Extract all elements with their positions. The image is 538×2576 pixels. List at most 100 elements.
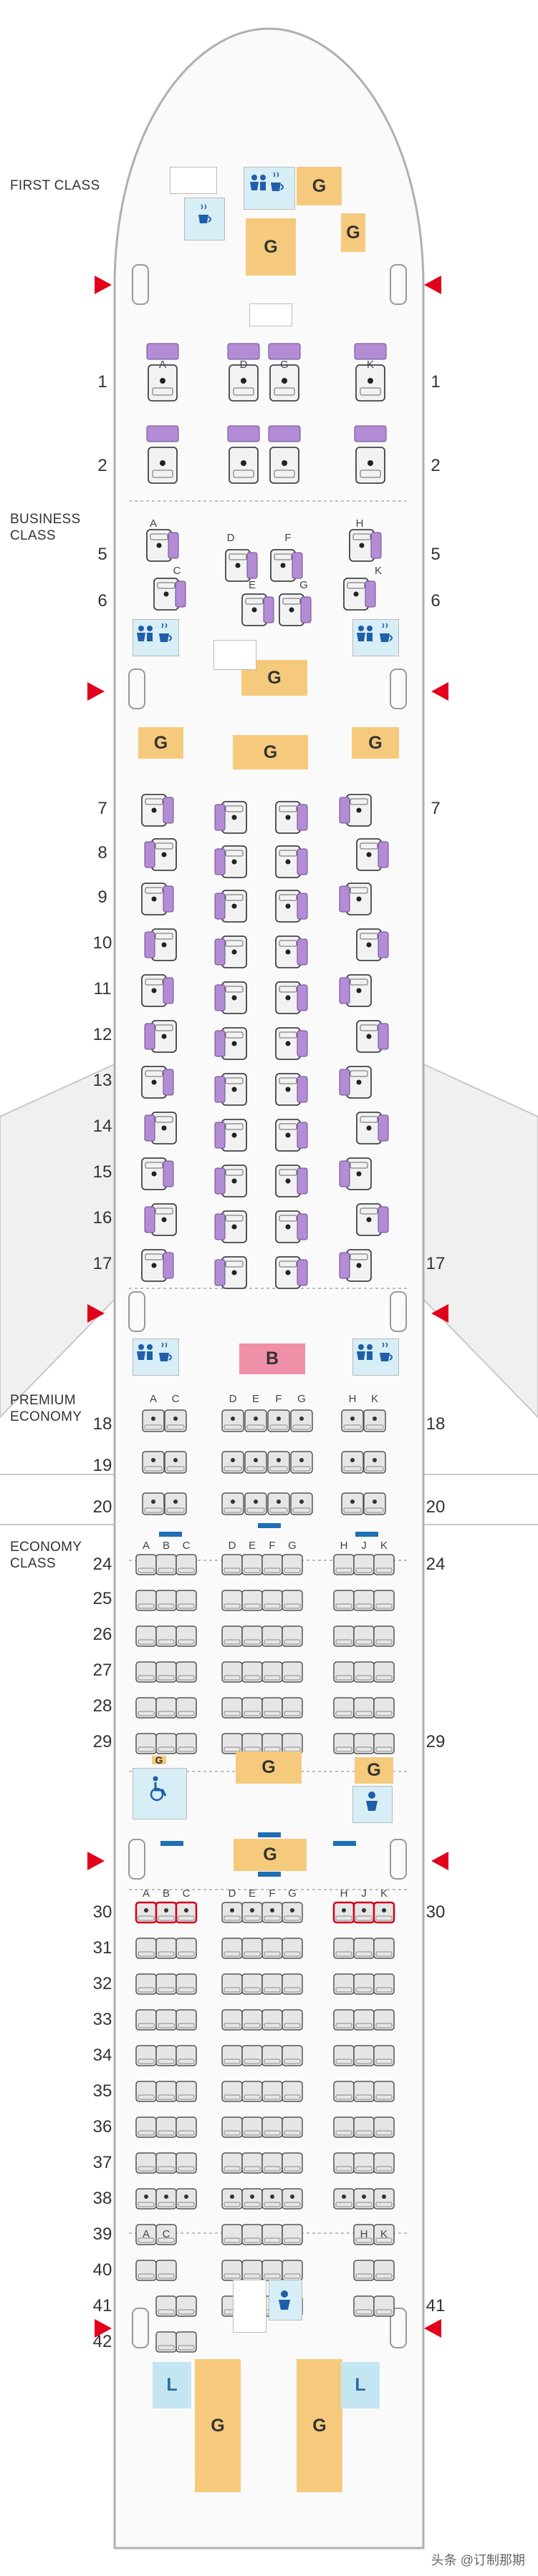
seat[interactable] (353, 1733, 375, 1754)
business-seat[interactable] (144, 1112, 177, 1144)
seat[interactable] (353, 1697, 375, 1719)
seat[interactable] (261, 1590, 283, 1611)
seat[interactable] (221, 2152, 243, 2174)
seat[interactable] (135, 1733, 157, 1754)
seat[interactable] (282, 2009, 303, 2031)
seat[interactable] (353, 2295, 375, 2317)
seat[interactable] (373, 1625, 395, 1647)
seat[interactable] (155, 2260, 177, 2281)
seat[interactable] (261, 2045, 283, 2066)
seat[interactable] (353, 2009, 375, 2031)
business-seat[interactable] (356, 838, 389, 871)
seat[interactable] (221, 1590, 243, 1611)
seat[interactable] (241, 1554, 263, 1575)
seat[interactable] (221, 1661, 243, 1683)
seat[interactable] (221, 2009, 243, 2031)
seat[interactable] (135, 2152, 157, 2174)
business-seat[interactable] (275, 1119, 308, 1152)
seat[interactable] (241, 1733, 263, 1754)
business-seat[interactable] (214, 1210, 247, 1243)
seat[interactable] (176, 1661, 197, 1683)
seat[interactable] (353, 2081, 375, 2102)
business-seat[interactable] (356, 928, 389, 961)
business-seat[interactable] (146, 529, 179, 562)
seat[interactable] (176, 2045, 197, 2066)
seat[interactable] (373, 1590, 395, 1611)
seat[interactable] (333, 2116, 355, 2138)
seat[interactable] (155, 1625, 177, 1647)
seat[interactable] (333, 1661, 355, 1683)
business-seat[interactable] (214, 890, 247, 923)
seat[interactable] (333, 1938, 355, 1959)
seat[interactable] (333, 1697, 355, 1719)
business-seat[interactable] (275, 1165, 308, 1197)
seat[interactable] (373, 1697, 395, 1719)
seat[interactable] (176, 1733, 197, 1754)
business-seat[interactable] (214, 1027, 247, 1060)
business-seat[interactable] (275, 935, 308, 968)
seat[interactable] (282, 1625, 303, 1647)
seat[interactable] (176, 1590, 197, 1611)
seat[interactable] (353, 1973, 375, 1995)
seat[interactable] (221, 1973, 243, 1995)
seat[interactable] (353, 2260, 375, 2281)
seat[interactable] (333, 2045, 355, 2066)
seat[interactable] (282, 2081, 303, 2102)
seat[interactable] (353, 2116, 375, 2138)
business-seat[interactable] (270, 549, 303, 582)
seat[interactable] (155, 1733, 177, 1754)
seat[interactable] (261, 1973, 283, 1995)
seat[interactable] (282, 1938, 303, 1959)
first-seat[interactable] (227, 425, 260, 484)
seat[interactable] (176, 2295, 197, 2317)
seat[interactable] (373, 1554, 395, 1575)
business-seat[interactable] (356, 1203, 389, 1236)
seat[interactable] (176, 1625, 197, 1647)
business-seat[interactable] (349, 529, 382, 562)
seat[interactable] (155, 2045, 177, 2066)
seat[interactable] (135, 1973, 157, 1995)
seat[interactable] (333, 1733, 355, 1754)
seat[interactable] (373, 1661, 395, 1683)
seat[interactable] (135, 2116, 157, 2138)
seat[interactable] (221, 1697, 243, 1719)
business-seat[interactable] (141, 1157, 174, 1190)
business-seat[interactable] (275, 981, 308, 1014)
business-seat[interactable] (144, 838, 177, 871)
seat[interactable] (241, 2045, 263, 2066)
seat[interactable] (135, 2081, 157, 2102)
seat[interactable] (155, 2224, 177, 2245)
seat[interactable] (155, 1697, 177, 1719)
seat[interactable] (261, 2081, 283, 2102)
seat[interactable] (241, 1625, 263, 1647)
seat[interactable] (353, 1625, 375, 1647)
seat[interactable] (373, 2009, 395, 2031)
seat[interactable] (353, 1661, 375, 1683)
seat[interactable] (176, 1973, 197, 1995)
business-seat[interactable] (153, 578, 186, 611)
seat[interactable] (241, 2116, 263, 2138)
seat[interactable] (373, 2116, 395, 2138)
seat[interactable] (261, 1661, 283, 1683)
seat[interactable] (373, 1938, 395, 1959)
seat[interactable] (221, 2224, 243, 2245)
seat[interactable] (353, 1554, 375, 1575)
seat[interactable] (221, 1625, 243, 1647)
seat[interactable] (155, 2295, 177, 2317)
seat[interactable] (155, 2081, 177, 2102)
first-seat[interactable] (146, 343, 179, 402)
seat[interactable] (282, 2224, 303, 2245)
seat[interactable] (261, 2260, 283, 2281)
seat[interactable] (135, 1697, 157, 1719)
seat[interactable] (221, 1554, 243, 1575)
business-seat[interactable] (214, 1256, 247, 1289)
seat[interactable] (135, 1590, 157, 1611)
seat[interactable] (135, 1938, 157, 1959)
seat[interactable] (333, 2152, 355, 2174)
business-seat[interactable] (141, 974, 174, 1007)
seat[interactable] (135, 1554, 157, 1575)
business-seat[interactable] (214, 935, 247, 968)
business-seat[interactable] (141, 883, 174, 915)
seat[interactable] (282, 1554, 303, 1575)
seat[interactable] (155, 2116, 177, 2138)
